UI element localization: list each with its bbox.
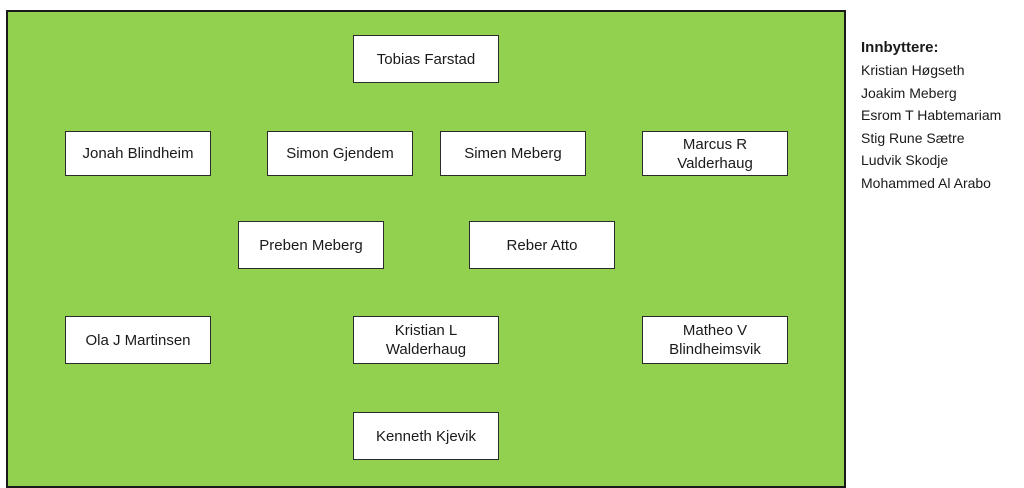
player-box-midfielder-2: Reber Atto [469,221,615,269]
pitch: Tobias Farstad Jonah Blindheim Simon Gje… [6,10,846,488]
player-name: Simon Gjendem [286,145,394,162]
player-box-defender-1: Jonah Blindheim [65,131,211,176]
player-name: Kenneth Kjevik [375,427,477,445]
substitute-item: Ludvik Skodje [861,152,949,168]
player-name: Kristian L Walderhaug [385,322,467,358]
player-box-attacker-right: Matheo V Blindheimsvik [642,316,788,364]
player-box-attacker-center: Kristian L Walderhaug [353,316,499,364]
player-box-goalkeeper: Tobias Farstad [353,35,499,83]
player-name: Marcus R Valderhaug [677,135,753,172]
substitutes-title: Innbyttere: [861,39,939,56]
player-box-midfielder-1: Preben Meberg [238,221,384,269]
player-name: Preben Meberg [259,236,363,254]
substitutes-list: Kristian Høgseth Joakim Meberg Esrom T H… [861,59,1021,194]
player-name: Ola J Martinsen [85,331,191,349]
player-box-defender-4: Marcus R Valderhaug [642,131,788,176]
player-name: Tobias Farstad [376,50,476,68]
player-box-defender-2: Simon Gjendem [267,131,413,176]
player-box-striker: Kenneth Kjevik [353,412,499,460]
substitute-item: Stig Rune Sætre [861,129,965,146]
player-name: Simen Meberg [464,145,562,162]
substitute-item: Joakim Meberg [861,84,957,101]
player-box-attacker-left: Ola J Martinsen [65,316,211,364]
player-name: Reber Atto [506,236,578,254]
player-name: Jonah Blindheim [82,145,194,162]
substitute-item: Mohammed Al Arabo [861,174,991,191]
player-box-defender-3: Simen Meberg [440,131,586,176]
substitute-item: Esrom T Habtemariam [861,107,1002,123]
player-name: Matheo V Blindheimsvik [669,322,761,358]
substitutes-panel: Innbyttere: Kristian Høgseth Joakim Mebe… [861,37,1021,194]
substitute-item: Kristian Høgseth [861,62,965,78]
